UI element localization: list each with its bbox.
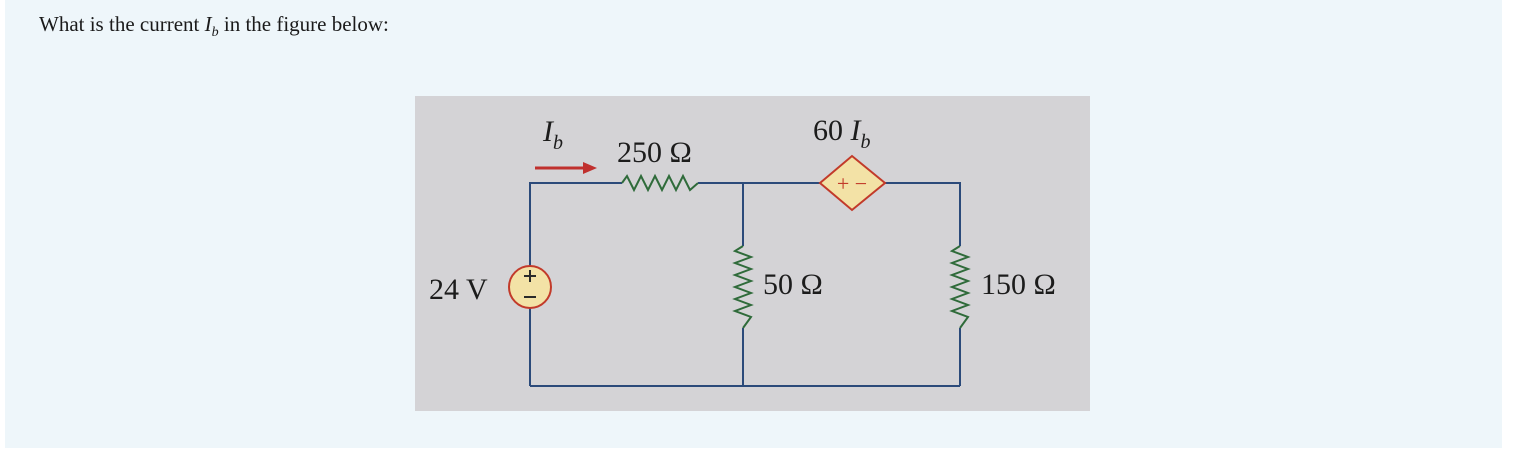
wire-top-left <box>529 182 622 266</box>
resistor-50-label: 50 Ω <box>763 268 823 301</box>
current-arrow <box>535 162 597 174</box>
wires <box>529 182 961 387</box>
resistor-250-label: 250 Ω <box>617 136 692 169</box>
resistor-150-label: 150 Ω <box>981 268 1056 301</box>
circuit-figure: Ib 250 Ω + − 60 Ib 24 V 50 Ω 150 Ω <box>415 96 1090 411</box>
dependent-source-polarity: + − <box>837 171 867 196</box>
dependent-source: + − <box>818 154 887 212</box>
question-text: What is the current Ib in the figure bel… <box>39 12 389 41</box>
question-suffix: in the figure below: <box>218 12 389 36</box>
voltage-source-24v <box>508 265 552 309</box>
current-label: Ib <box>542 115 563 154</box>
voltage-source-label: 24 V <box>429 273 488 306</box>
circuit-diagram: Ib 250 Ω + − 60 Ib 24 V 50 Ω 150 Ω <box>429 114 1056 387</box>
wire-top-right <box>885 182 961 246</box>
resistor-150 <box>949 245 971 329</box>
question-variable: I <box>204 12 212 36</box>
resistor-50 <box>732 245 754 329</box>
question-prefix: What is the current <box>39 12 205 36</box>
dependent-source-label: 60 Ib <box>813 114 871 153</box>
question-variable-subscript: b <box>211 25 219 41</box>
resistor-250 <box>621 173 699 193</box>
